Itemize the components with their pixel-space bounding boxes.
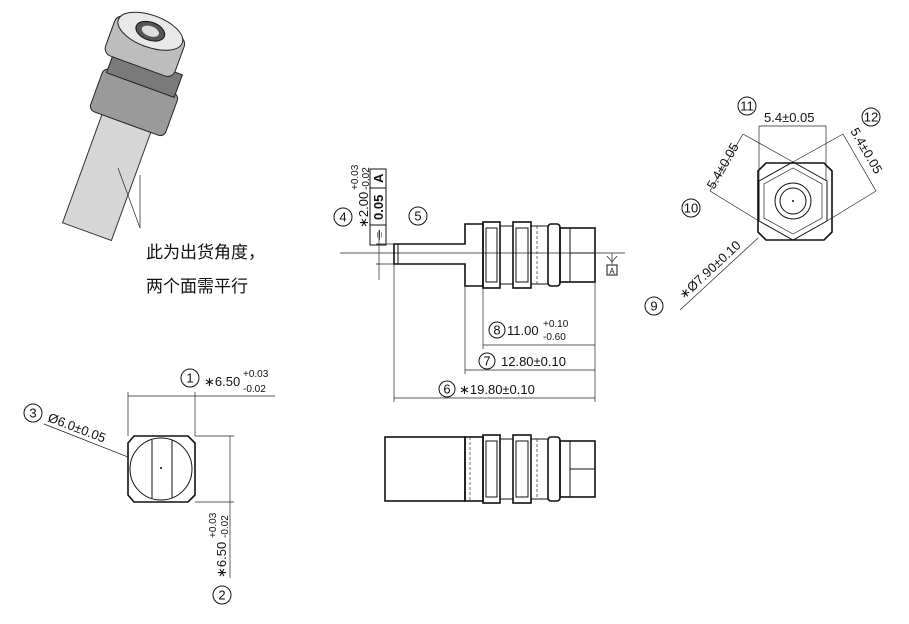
- dim-4-lower: -0.02: [361, 167, 372, 190]
- bubble-6: 6: [443, 382, 450, 397]
- dim-11-value: 5.4±0.05: [764, 110, 815, 125]
- dim-8-lower: -0.60: [543, 332, 566, 343]
- bubble-11: 11: [740, 99, 754, 114]
- dimensions-9-12: 5.4±0.05 11 12 5.4±0.05 10 5.4±0.05 ∗Ø7.…: [644, 96, 886, 316]
- datum-a: A: [606, 253, 618, 276]
- dim-5-tolerance: 0.05: [371, 195, 386, 220]
- bubble-12: 12: [864, 110, 878, 125]
- dim-7-value: 12.80±0.10: [501, 354, 566, 369]
- dimensions-6-7-8: 8 11.00 +0.10 -0.60 7 12.80±0.10 6 ∗19.8…: [393, 264, 596, 402]
- dim-9-value: ∗Ø7.90±0.10: [676, 238, 744, 303]
- bubble-2: 2: [218, 588, 225, 603]
- dimension-4-5: 4 ∗2.00 +0.03 -0.02 ⌯ 0.05 A 5: [333, 164, 428, 280]
- dim-6-value: ∗19.80±0.10: [459, 382, 535, 397]
- note-line-2: 两个面需平行: [146, 277, 248, 297]
- dimension-1: 1 ∗6.50 +0.03 -0.02: [127, 368, 275, 436]
- dim-1-upper: +0.03: [243, 369, 269, 380]
- bubble-3: 3: [29, 406, 36, 421]
- dim-2-value: ∗6.50: [214, 542, 229, 578]
- dimension-3: 3 Ø6.0±0.05: [23, 403, 129, 458]
- dim-4-upper: +0.03: [350, 164, 361, 190]
- bubble-4: 4: [339, 210, 346, 225]
- symmetry-icon: ⌯: [371, 229, 386, 240]
- end-view-square: [127, 435, 196, 503]
- bubble-5: 5: [414, 209, 421, 224]
- dim-10-value: 5.4±0.05: [704, 140, 742, 191]
- dim-5-datum: A: [371, 173, 386, 183]
- part-3d-view: [61, 11, 186, 242]
- bubble-10: 10: [684, 201, 698, 216]
- bubble-9: 9: [650, 299, 657, 314]
- dim-1-value: ∗6.50: [204, 374, 240, 389]
- bottom-side-view: [384, 434, 596, 504]
- note-line-1: 此为出货角度，: [146, 243, 265, 263]
- dim-2-upper: +0.03: [208, 512, 219, 538]
- dim-2-lower: -0.02: [220, 515, 231, 538]
- bubble-1: 1: [186, 371, 193, 386]
- dim-8-upper: +0.10: [543, 319, 569, 330]
- bubble-8: 8: [493, 323, 500, 338]
- end-view-hex: [757, 161, 833, 241]
- dim-3-value: Ø6.0±0.05: [46, 410, 108, 446]
- dim-4-value: ∗2.00: [356, 192, 371, 228]
- side-view: [340, 221, 625, 289]
- dimension-2: ∗6.50 +0.03 -0.02 2: [195, 435, 234, 605]
- dim-1-lower: -0.02: [243, 384, 266, 395]
- datum-label: A: [609, 267, 615, 276]
- bubble-7: 7: [483, 354, 490, 369]
- dim-8-value: 11.00: [507, 323, 539, 338]
- dim-12-value: 5.4±0.05: [847, 125, 885, 176]
